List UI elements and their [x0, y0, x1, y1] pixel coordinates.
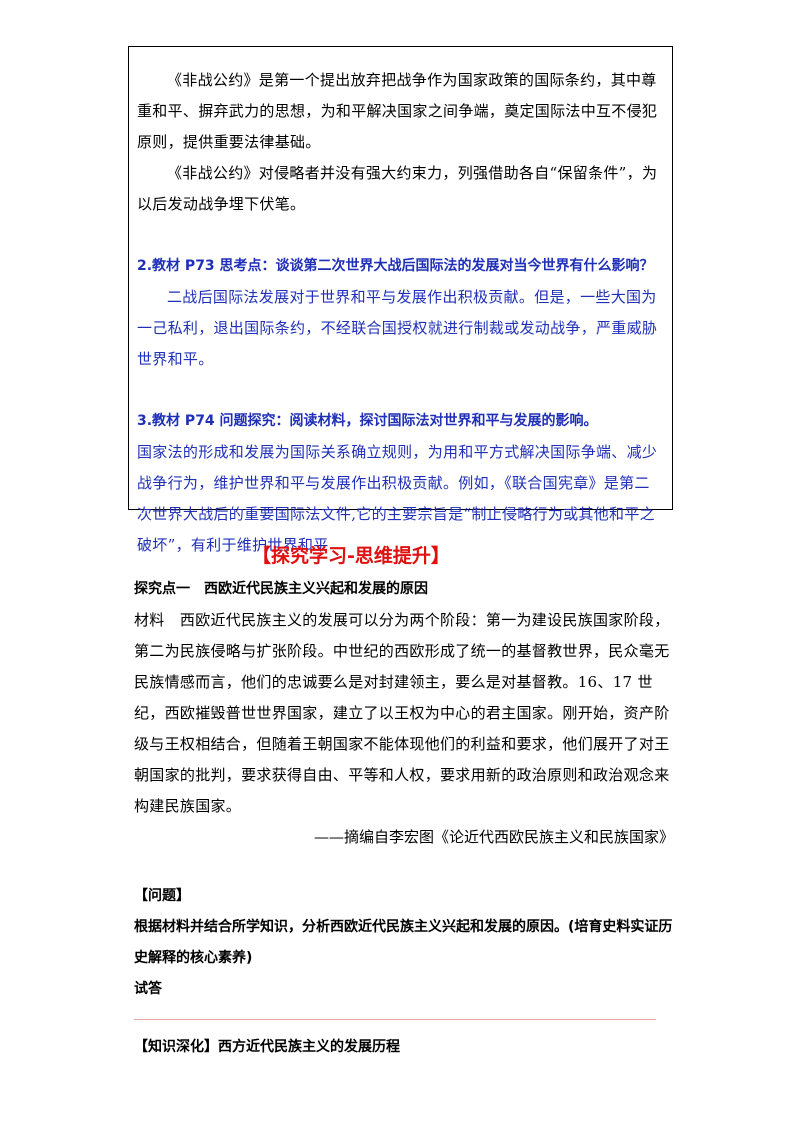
inquiry-section: 【探究学习-思维提升】 探究点一 西欧近代民族主义兴起和发展的原因 材料 西欧近…	[134, 538, 674, 1063]
knowledge-deepening: 【知识深化】西方近代民族主义的发展历程	[134, 1039, 400, 1055]
try-answer-label: 试答	[134, 981, 162, 997]
question-label: 【问题】	[134, 888, 190, 904]
textbook-answer-box: 《非战公约》是第一个提出放弃把战争作为国家政策的国际条约，其中尊重和平、摒弃武力…	[128, 46, 673, 554]
material-source: ——摘编自李宏图《论近代西欧民族主义和民族国家》	[313, 828, 674, 846]
answer-2: 二战后国际法发展对于世界和平与发展作出积极贡献。但是，一些大国为一己私利，退出国…	[137, 288, 658, 368]
spacer	[137, 375, 664, 406]
inquiry-point-1: 探究点一 西欧近代民族主义兴起和发展的原因	[134, 581, 428, 597]
question-3: 3.教材 P74 问题探究：阅读材料，探讨国际法对世界和平与发展的影响。	[137, 413, 598, 429]
answer-line	[134, 1019, 656, 1020]
answer-3: 国家法的形成和发展为国际关系确立规则，为用和平方式解决国际争端、减少战争行为，维…	[137, 443, 658, 554]
box-paragraph-2: 《非战公约》对侵略者并没有强大约束力，列强借助各自“保留条件”，为以后发动战争埋…	[137, 164, 658, 213]
section-title: 【探究学习-思维提升】	[252, 545, 450, 567]
question-text: 根据材料并结合所学知识，分析西欧近代民族主义兴起和发展的原因。(培育史料实证历史…	[134, 919, 673, 966]
spacer	[134, 853, 674, 881]
spacer	[137, 220, 664, 251]
question-2: 2.教材 P73 思考点：谈谈第二次世界大战后国际法的发展对当今世界有什么影响？	[137, 258, 654, 274]
material-text: 材料 西欧近代民族主义的发展可以分为两个阶段：第一为建设民族国家阶段，第二为民族…	[134, 611, 670, 815]
box-paragraph-1: 《非战公约》是第一个提出放弃把战争作为国家政策的国际条约，其中尊重和平、摒弃武力…	[137, 71, 658, 151]
